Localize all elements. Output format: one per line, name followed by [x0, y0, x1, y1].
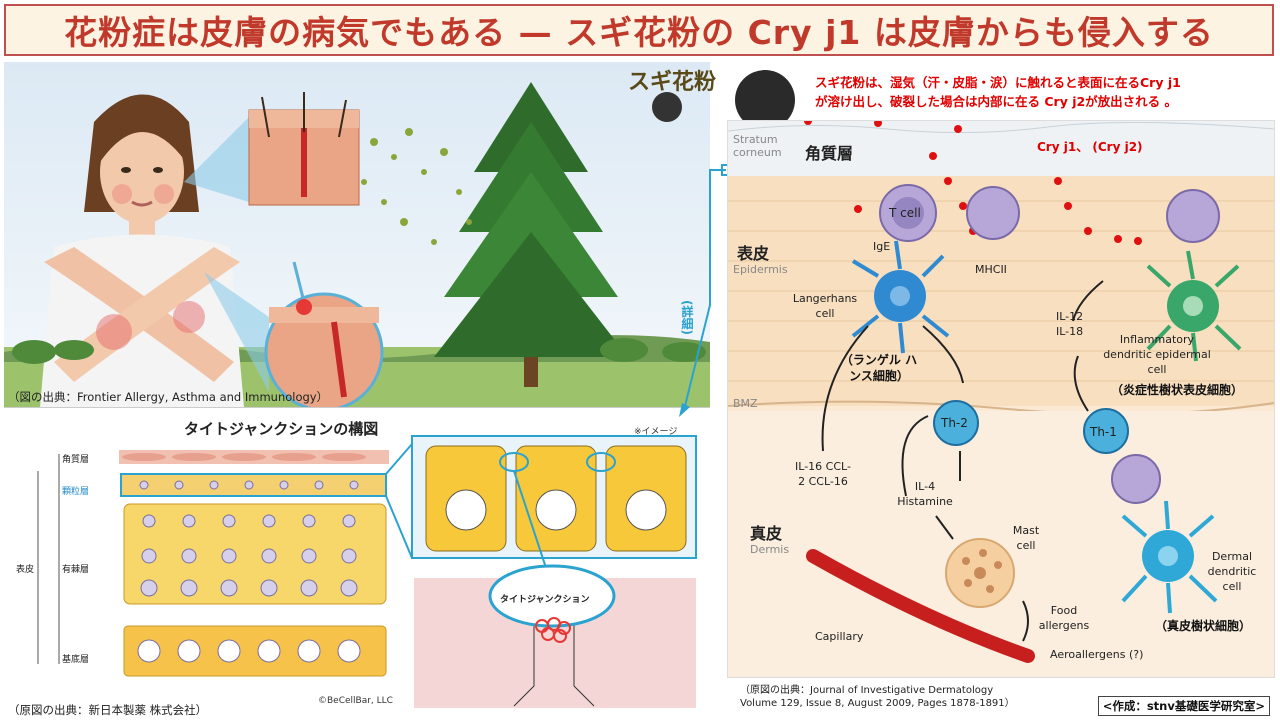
inflammatory-ja-label: （炎症性樹状表皮細胞）: [1110, 383, 1243, 397]
langerhans-cell-icon: [851, 240, 950, 354]
epidermis-bracket-label: 表皮: [16, 565, 35, 575]
inflammatory-en-label: Inflammatory dendritic epidermal cell: [1103, 333, 1211, 376]
tj-source: （原図の出典：新日本製薬 株式会社）: [8, 703, 208, 717]
detail-connector: [679, 164, 732, 417]
dermal-dendritic-cell-icon: [1121, 500, 1218, 614]
th2-label: Th-2: [941, 416, 968, 430]
langerhans-ja-label: （ランゲル ハンス細胞）: [840, 353, 918, 384]
title-bar: 花粉症は皮膚の病気でもある — スギ花粉の Cry j1 は皮膚からも侵入する: [4, 4, 1274, 56]
skin-section-upper-icon: [248, 92, 360, 206]
derm-source-line1: （原図の出典：Journal of Investigative Dermatol…: [740, 685, 994, 696]
aeroallergens-label: Aeroallergens (?): [1050, 648, 1144, 661]
dermis-en: Dermis: [750, 543, 790, 556]
il16-label: IL-16 CCL-2 CCL-16: [795, 460, 851, 488]
dermal-dendritic-en-label: Dermal dendritic cell: [1207, 550, 1257, 593]
layer-label-granular: 顆粒層: [62, 487, 90, 497]
mast-cell-icon: [945, 538, 1015, 608]
ige-label: IgE: [873, 240, 891, 253]
tight-junction-zoom-label: タイトジャンクション: [500, 595, 590, 605]
allergy-illustration: [4, 62, 710, 408]
capillary-label: Capillary: [815, 630, 864, 643]
tcell-label: T cell: [889, 206, 921, 220]
epidermis-ja: 表皮: [737, 244, 770, 263]
food-allergens-label: Food allergens: [1038, 604, 1090, 632]
pollen-grain-icon: [652, 92, 682, 122]
il12-label: IL-12 IL-18: [1056, 310, 1084, 338]
stratum-corneum-en: Stratum corneum: [733, 133, 782, 160]
th1-label: Th-1: [1090, 425, 1117, 439]
th2-cell-icon: [933, 400, 979, 446]
inflammatory-dendritic-cell-icon: [1146, 250, 1242, 362]
cry-note-line1: スギ花粉は、湿気（汗・皮脂・涙）に触れると表面に在るCry j1: [815, 75, 1181, 90]
cedar-tree-icon: [434, 82, 628, 387]
langerhans-en-label: Langerhans cell: [792, 292, 858, 320]
credit-label: <作成：stnv基礎医学研究室>: [1097, 696, 1270, 716]
tight-junction-panel: [4, 416, 710, 716]
layer-label-corneum: 角質層: [62, 455, 90, 465]
copyright: ©BeCellBar, LLC: [318, 696, 393, 706]
il4-label: IL-4 Histamine: [897, 480, 953, 508]
t-cell-icon: [879, 184, 937, 242]
derm-source-line2: Volume 129, Issue 8, August 2009, Pages …: [740, 698, 1015, 709]
skin-section-lower-icon: [264, 261, 384, 407]
capillary-icon: [806, 549, 1035, 663]
cry-note-line2: が溶け出し、破裂した場合は内部に在る Cry j2が放出される 。: [815, 94, 1178, 109]
epidermis-en: Epidermis: [733, 263, 788, 276]
stratum-corneum-ja: 角質層: [805, 144, 854, 163]
mhc-label: MHCII: [975, 263, 1007, 276]
th1-cell-icon: [1083, 408, 1129, 454]
image-note: ※イメージ: [634, 427, 678, 437]
detail-label: (詳細): [680, 300, 694, 335]
layer-label-spinous: 有棘層: [62, 565, 90, 575]
scene-source: （図の出典：Frontier Allergy, Asthma and Immun…: [8, 390, 329, 404]
bmz-label: BMZ: [733, 397, 758, 410]
derm-source: （原図の出典：Journal of Investigative Dermatol…: [740, 684, 1015, 710]
page-title: 花粉症は皮膚の病気でもある — スギ花粉の Cry j1 は皮膚からも侵入する: [64, 13, 1214, 52]
layer-label-basal: 基底層: [62, 655, 90, 665]
person-icon: [40, 94, 244, 407]
skin-immunology-diagram: [727, 120, 1275, 678]
tight-junction-heading: タイトジャンクションの構図: [184, 420, 379, 438]
dermal-dendritic-ja-label: （真皮樹状細胞）: [1154, 619, 1251, 633]
mast-label: Mast cell: [1012, 524, 1040, 552]
dermis-ja: 真皮: [750, 524, 783, 543]
cedar-pollen-label: スギ花粉: [628, 70, 717, 95]
cry-label: Cry j1、 (Cry j2): [1037, 140, 1143, 154]
